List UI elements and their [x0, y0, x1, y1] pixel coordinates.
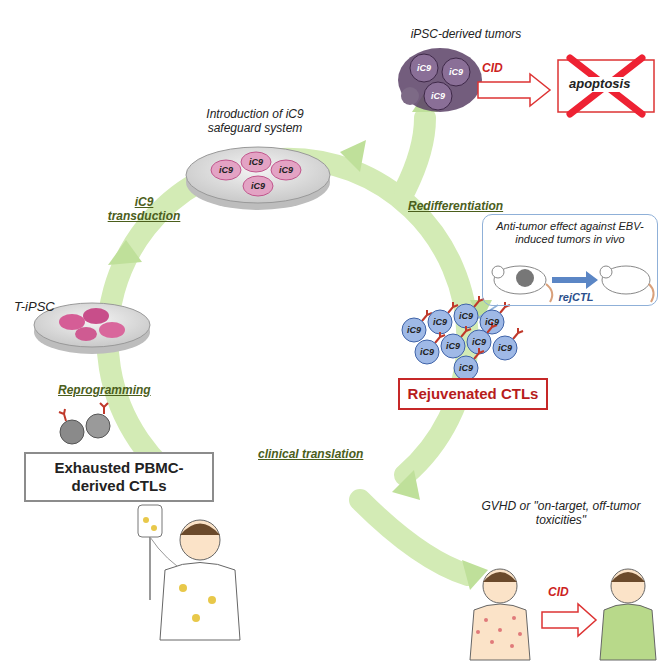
mouse-cured: [600, 266, 654, 302]
tcr-receptor: [474, 348, 484, 359]
cid-arrow: [542, 604, 596, 636]
tcr-receptor: [500, 302, 510, 313]
cell-marker: iC9: [498, 343, 512, 353]
cid-arrow: [478, 74, 550, 106]
tumor-cell: [424, 82, 452, 110]
ctl-cell: [402, 318, 426, 342]
cell-marker: iC9: [459, 363, 473, 373]
cell-marker: iC9: [485, 317, 499, 327]
cycle-ring: [107, 118, 468, 575]
ctl-cell: [454, 356, 478, 380]
branch-down: [360, 500, 468, 575]
ipsc-cell: [211, 160, 241, 180]
ring-arrowheads: [108, 92, 492, 590]
mouse-with-tumor: [492, 266, 552, 302]
branch-up: [405, 118, 425, 190]
exhausted-box: Exhausted PBMC-derived CTLs: [24, 452, 214, 502]
rejuvenated-box: Rejuvenated CTLs: [398, 378, 548, 410]
annotation-text: iPSC-derived tumors: [396, 28, 536, 42]
tumor-cell: [442, 58, 470, 86]
annotation-text: GVHD or "on-target, off-tumor toxicities…: [468, 500, 654, 528]
tumor: [398, 48, 482, 112]
annotation-text: Introduction of iC9 safeguard system: [180, 108, 330, 136]
annotation-text: T-iPSC: [14, 300, 84, 315]
cell-marker: iC9: [407, 325, 421, 335]
cell-marker: iC9: [420, 347, 434, 357]
node-text: Exhausted PBMC-derived CTLs: [32, 459, 206, 495]
ipsc-cell: [271, 160, 301, 180]
arrow-label: rejCTL: [559, 291, 594, 304]
callout-box: Anti-tumor effect against EBV-induced tu…: [482, 214, 658, 306]
annotation-text: iC9 transduction: [104, 196, 184, 224]
arrowhead: [108, 240, 142, 265]
cell-marker: iC9: [431, 91, 445, 101]
annotation-text: apoptosis: [566, 77, 633, 92]
node-text: Rejuvenated CTLs: [406, 385, 540, 403]
tumor-cell: [410, 54, 438, 82]
cell-marker: iC9: [433, 317, 447, 327]
exhausted-cells: [59, 403, 110, 444]
ipsc-cell: [243, 176, 273, 196]
petri-dish-top: [186, 147, 330, 210]
cell-marker: iC9: [219, 165, 233, 175]
cell-marker: iC9: [459, 311, 473, 321]
cell-marker: iC9: [279, 165, 293, 175]
ctl-cell: [454, 304, 478, 328]
cell-marker: iC9: [472, 337, 486, 347]
arrowhead: [392, 470, 420, 500]
ipsc-cell: [241, 152, 271, 172]
patient-iv: [138, 505, 240, 640]
tcr-receptor: [513, 328, 523, 339]
cell-marker: iC9: [249, 157, 263, 167]
cell-marker: iC9: [417, 63, 431, 73]
node-text: Anti-tumor effect against EBV-induced tu…: [489, 220, 651, 246]
ctl-cell: [428, 310, 452, 334]
annotation-text: clinical translation: [258, 448, 388, 462]
arrowhead: [340, 140, 366, 172]
patient-gvhd: [470, 569, 530, 660]
annotation-text: Reprogramming: [58, 384, 178, 398]
cell-marker: iC9: [449, 67, 463, 77]
cid-label: CID: [548, 586, 588, 600]
patient-healthy: [600, 569, 656, 660]
ctl-cell: [441, 334, 465, 358]
annotation-text: Redifferentiation: [408, 200, 528, 214]
cell-marker: iC9: [251, 181, 265, 191]
cid-label: CID: [482, 62, 522, 76]
ctl-cell: [493, 336, 517, 360]
treatment-arrow: [552, 271, 598, 289]
cell-marker: iC9: [446, 341, 460, 351]
ctl-cell: [415, 340, 439, 364]
apoptosis-cross: [558, 58, 654, 114]
